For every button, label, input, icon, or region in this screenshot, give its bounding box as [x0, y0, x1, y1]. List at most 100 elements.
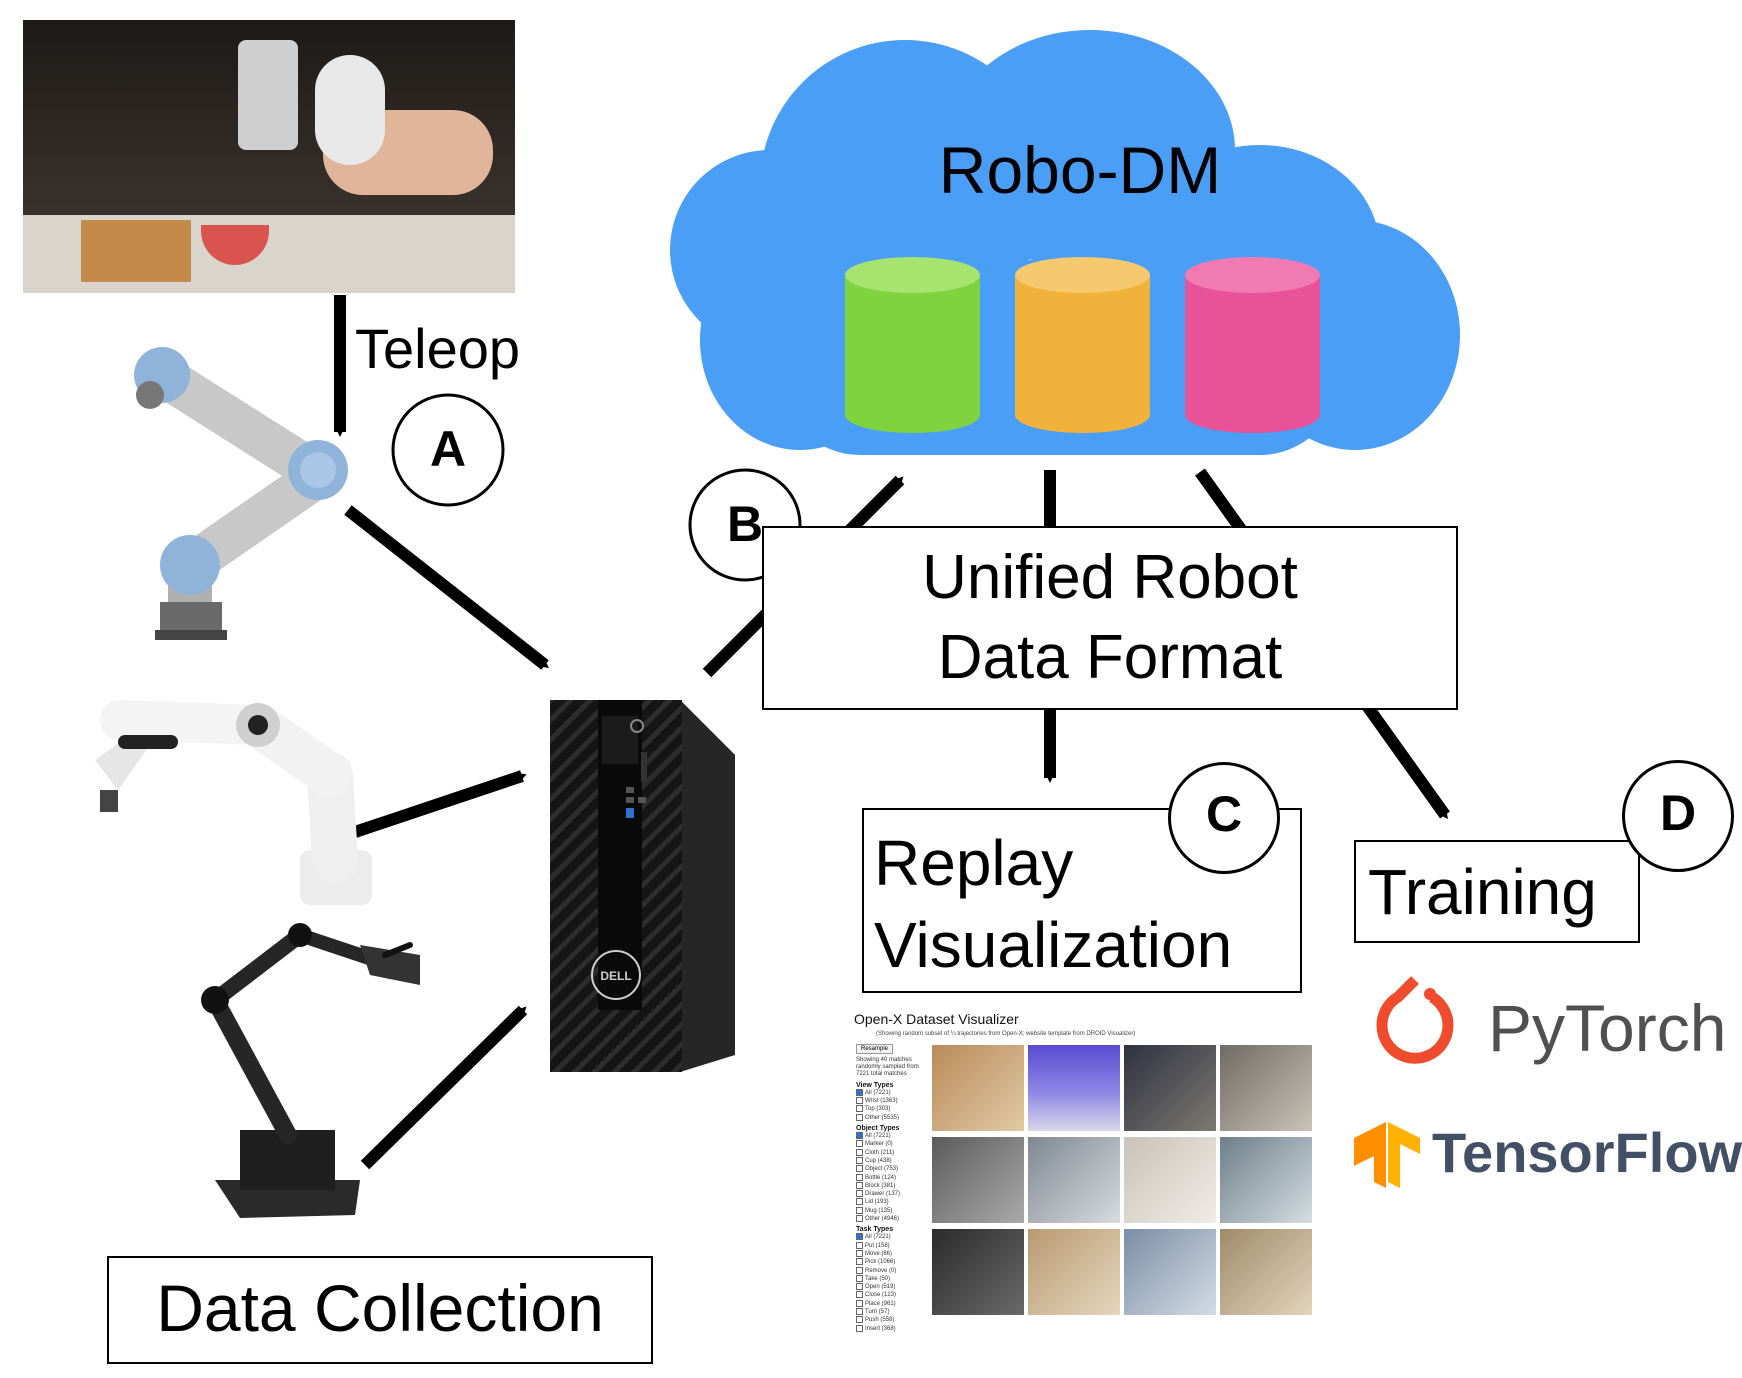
thumbnail[interactable] — [1028, 1045, 1120, 1131]
checkbox-icon[interactable] — [856, 1214, 863, 1222]
filter-checkbox-item[interactable]: Other (5535) — [856, 1113, 932, 1122]
filter-checkbox-item[interactable]: All (7221) — [856, 1233, 932, 1241]
filter-checkbox-item[interactable]: All (7221) — [856, 1132, 932, 1140]
filter-item-label: Top (303) — [865, 1106, 891, 1113]
marker-a-circle — [391, 393, 505, 507]
filter-checkbox-item[interactable]: Push (558) — [856, 1316, 932, 1324]
checkbox-icon[interactable] — [856, 1181, 863, 1189]
franka-robot-arm-image — [95, 700, 372, 905]
marker-b: B — [726, 496, 764, 552]
checkbox-icon[interactable] — [856, 1299, 863, 1307]
thumbnail[interactable] — [932, 1137, 1024, 1223]
checkbox-icon[interactable] — [856, 1088, 863, 1096]
filter-checkbox-item[interactable]: Cup (438) — [856, 1156, 932, 1165]
filter-checkbox-item[interactable]: Move (86) — [856, 1250, 932, 1258]
checkbox-icon[interactable] — [856, 1156, 863, 1164]
pytorch-label: PyTorch — [1488, 991, 1727, 1065]
marker-c: C — [1205, 786, 1243, 842]
thumbnail[interactable] — [1220, 1229, 1312, 1315]
filter-item-label: Cloth (211) — [865, 1149, 895, 1156]
visualizer-title: Open-X Dataset Visualizer — [854, 1011, 1019, 1027]
filter-checkbox-item[interactable]: Bottle (124) — [856, 1173, 932, 1182]
replay-line1: Replay — [874, 827, 1074, 899]
checkbox-icon[interactable] — [856, 1250, 863, 1257]
unified-format-line2: Data Format — [937, 623, 1283, 692]
filter-checkbox-item[interactable]: Top (303) — [856, 1105, 932, 1113]
filter-checkbox-item[interactable]: Put (158) — [856, 1241, 932, 1250]
filter-checkbox-item[interactable]: Other (4946) — [856, 1214, 932, 1223]
filter-checkbox-item[interactable]: Object (753) — [856, 1165, 932, 1173]
filter-item-label: Marker (0) — [865, 1141, 893, 1148]
filter-item-label: Open (519) — [865, 1284, 896, 1291]
thumbnail[interactable] — [1124, 1137, 1216, 1223]
thumbnail[interactable] — [932, 1229, 1024, 1315]
checkbox-icon[interactable] — [856, 1097, 863, 1105]
checkbox-icon[interactable] — [856, 1283, 863, 1291]
checkbox-icon[interactable] — [856, 1291, 863, 1299]
filter-checkbox-item[interactable]: Take (50) — [856, 1274, 932, 1283]
thumbnail[interactable] — [932, 1045, 1024, 1131]
checkbox-icon[interactable] — [856, 1165, 863, 1173]
marker-c-circle — [1168, 762, 1280, 874]
filter-checkbox-item[interactable]: Insert (368) — [856, 1324, 932, 1333]
checkbox-icon[interactable] — [856, 1258, 863, 1266]
thumbnail[interactable] — [1124, 1045, 1216, 1131]
filter-checkbox-item[interactable]: Place (961) — [856, 1299, 932, 1308]
filter-item-label: All (7221) — [865, 1089, 891, 1096]
filter-checkbox-item[interactable]: Remove (0) — [856, 1266, 932, 1275]
arrow-arm2-to-pc — [353, 770, 527, 838]
thumbnail[interactable] — [1220, 1045, 1312, 1131]
filter-checkbox-item[interactable]: Cloth (211) — [856, 1148, 932, 1157]
filter-item-label: Turn (57) — [865, 1309, 890, 1316]
filter-checkbox-item[interactable]: Block (381) — [856, 1181, 932, 1190]
filter-checkbox-item[interactable]: Mug (135) — [856, 1206, 932, 1215]
checkbox-icon[interactable] — [856, 1206, 863, 1214]
filter-checkbox-item[interactable]: Open (519) — [856, 1283, 932, 1291]
checkbox-icon[interactable] — [856, 1307, 863, 1315]
resample-button[interactable]: Resample — [856, 1044, 894, 1054]
thumbnail[interactable] — [1220, 1137, 1312, 1223]
checkbox-icon[interactable] — [856, 1190, 863, 1198]
thumbnail[interactable] — [1028, 1229, 1120, 1315]
checkbox-icon[interactable] — [856, 1266, 863, 1274]
filter-checkbox-item[interactable]: Wrist (1363) — [856, 1097, 932, 1105]
thumbnail[interactable] — [1124, 1229, 1216, 1315]
training-label: Training — [1368, 856, 1597, 928]
teleop-label: Teleop — [355, 317, 521, 380]
thumbnail[interactable] — [1028, 1137, 1120, 1223]
filter-checkbox-item[interactable]: Lid (193) — [856, 1198, 932, 1206]
checkbox-icon[interactable] — [856, 1113, 863, 1121]
filter-checkbox-item[interactable]: Pick (1066) — [856, 1258, 932, 1266]
checkbox-icon[interactable] — [856, 1198, 863, 1206]
checkbox-icon[interactable] — [856, 1132, 863, 1140]
checkbox-icon[interactable] — [856, 1241, 863, 1249]
matches-text: Showing 40 matches randomly sampled from… — [856, 1057, 919, 1078]
filter-item-label: Mug (135) — [865, 1207, 893, 1214]
filter-item-label: Put (158) — [865, 1242, 890, 1249]
filter-checkbox-item[interactable]: Turn (57) — [856, 1307, 932, 1316]
ur-robot-arm-image — [134, 347, 348, 640]
visualizer-subtitle: (Showing random subset of ¼ trajectories… — [876, 1031, 1136, 1037]
filter-item-label: Close (123) — [865, 1292, 897, 1299]
checkbox-icon[interactable] — [856, 1148, 863, 1156]
filter-checkbox-item[interactable]: Marker (0) — [856, 1140, 932, 1148]
filter-item-label: Wrist (1363) — [865, 1098, 898, 1105]
filter-checkbox-item[interactable]: All (7221) — [856, 1088, 932, 1097]
filter-checkbox-item[interactable]: Close (123) — [856, 1291, 932, 1299]
filter-checkbox-item[interactable]: Drawer (137) — [856, 1190, 932, 1198]
dataset-visualizer-screenshot: Open-X Dataset Visualizer (Showing rando… — [850, 1005, 1315, 1333]
checkbox-icon[interactable] — [856, 1233, 863, 1241]
checkbox-icon[interactable] — [856, 1173, 863, 1181]
filter-item-label: Object (753) — [865, 1166, 899, 1173]
checkbox-icon[interactable] — [856, 1274, 863, 1282]
svg-text:DELL: DELL — [600, 969, 631, 983]
checkbox-icon[interactable] — [856, 1140, 863, 1148]
checkbox-icon[interactable] — [856, 1324, 863, 1332]
filter-item-label: All (7221) — [865, 1234, 891, 1241]
checkbox-icon[interactable] — [856, 1105, 863, 1113]
training-box: Training — [1354, 840, 1640, 943]
filter-item-label: Move (86) — [865, 1251, 893, 1258]
checkbox-icon[interactable] — [856, 1316, 863, 1324]
filter-item-label: Drawer (137) — [865, 1191, 901, 1198]
arrow-arm3-to-pc — [360, 1005, 528, 1170]
